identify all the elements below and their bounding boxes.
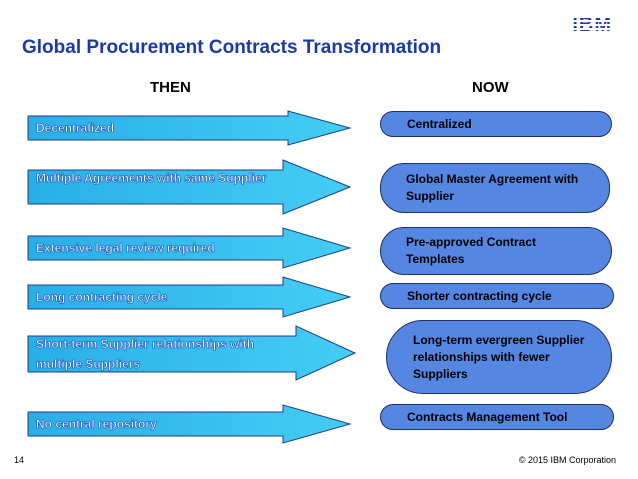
then-label-6: No central repository xyxy=(36,417,157,432)
arrow-shape-3 xyxy=(27,227,352,269)
copyright-notice: © 2015 IBM Corporation xyxy=(518,455,616,465)
ibm-logo: IBM xyxy=(572,14,612,36)
now-box-4: Shorter contracting cycle xyxy=(380,283,614,309)
arrow-shape-5 xyxy=(27,325,357,381)
arrow-shape-6 xyxy=(27,404,352,444)
now-box-2: Global Master Agreement with Supplier xyxy=(380,163,610,213)
then-label-2: Multiple Agreements with same Supplier xyxy=(36,171,267,186)
arrow-shape-2 xyxy=(27,159,352,215)
then-label-1: Decentralized xyxy=(36,121,115,136)
column-header-then: THEN xyxy=(150,79,191,96)
then-label-4: Long contracting cycle xyxy=(36,290,168,305)
then-label-3: Extensive legal review required xyxy=(36,241,215,256)
then-label-5: Short-term Supplier relationships with m… xyxy=(36,337,255,372)
slide-title: Global Procurement Contracts Transformat… xyxy=(22,37,442,58)
column-header-now: NOW xyxy=(472,79,509,96)
now-box-3: Pre-approved Contract Templates xyxy=(380,227,612,275)
now-box-1: Centralized xyxy=(380,111,612,137)
arrow-shape-4 xyxy=(27,276,352,318)
now-box-6: Contracts Management Tool xyxy=(380,404,614,430)
page-number: 14 xyxy=(14,455,25,465)
now-box-5: Long-term evergreen Supplier relationshi… xyxy=(386,320,612,394)
arrow-shape-1 xyxy=(27,110,352,146)
